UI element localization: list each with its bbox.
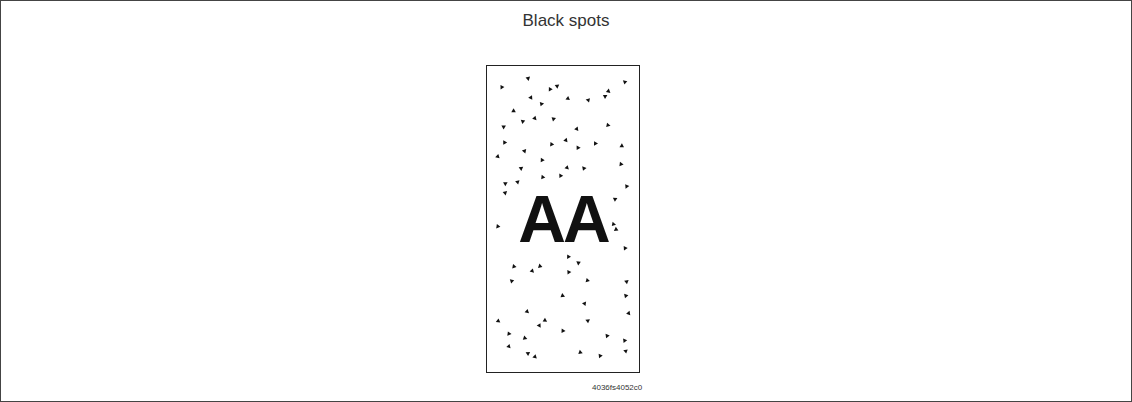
black-spot [623,339,627,344]
black-spot [559,174,563,179]
black-spot [495,154,499,158]
black-spot [537,323,541,328]
black-spot [625,184,629,189]
black-spot [594,141,598,146]
black-spot [606,123,610,127]
black-spot [511,108,516,112]
black-spot [582,302,586,307]
black-spot [552,117,556,121]
black-spot [567,270,571,275]
black-spot [562,329,566,334]
black-spot [541,158,545,163]
black-spot [624,294,628,298]
black-spot [532,116,536,120]
paper-sheet: AA [486,65,640,373]
black-spot [561,293,566,297]
black-spot [543,318,548,322]
black-spot [599,354,603,359]
black-spot [549,87,553,92]
black-spot [532,354,536,358]
black-spot [519,167,524,171]
black-spot [541,175,545,179]
black-spot [613,198,618,202]
black-spot [578,350,582,354]
black-spot [503,182,508,186]
black-spot [523,336,528,340]
black-spot [612,222,616,226]
black-spot [586,98,590,102]
black-spot [526,352,531,356]
black-spot [503,140,507,145]
black-spot [582,166,586,170]
black-spot [521,120,525,124]
black-spot [624,246,628,251]
black-spot [577,146,581,151]
black-spot [501,126,506,130]
black-spot [507,331,511,335]
figure-code: 4036fs4052c0 [592,383,642,392]
black-spot [522,149,526,153]
black-spot [576,261,581,265]
sample-print-text: AA [518,186,607,252]
black-spot [530,268,534,272]
black-spot [567,255,571,260]
black-spot [565,165,569,169]
black-spot [503,191,507,195]
black-spot [624,280,628,284]
black-spot [623,80,627,84]
black-spot [620,143,625,147]
black-spot [525,309,529,313]
black-spot [501,85,505,90]
black-spot [563,138,567,142]
black-spot [550,142,554,147]
black-spot [538,264,542,268]
black-spot [496,318,501,322]
black-spot [586,278,590,282]
black-spot [555,85,560,89]
black-spot [528,95,532,100]
black-spot [619,162,623,167]
black-spot [496,224,500,229]
black-spot [614,227,619,231]
black-spot [606,89,611,93]
black-spot [540,102,544,106]
figure-title: Black spots [0,11,1132,31]
black-spot [510,279,514,283]
black-spot [506,344,510,348]
black-spot [623,349,627,353]
black-spot [585,319,590,323]
black-spot [603,95,608,99]
black-spot [574,126,578,130]
black-spot [566,96,570,100]
black-spot [515,180,519,184]
black-spot [526,77,530,81]
black-spot [512,264,516,268]
black-spot [606,334,610,339]
black-spot [626,311,630,315]
